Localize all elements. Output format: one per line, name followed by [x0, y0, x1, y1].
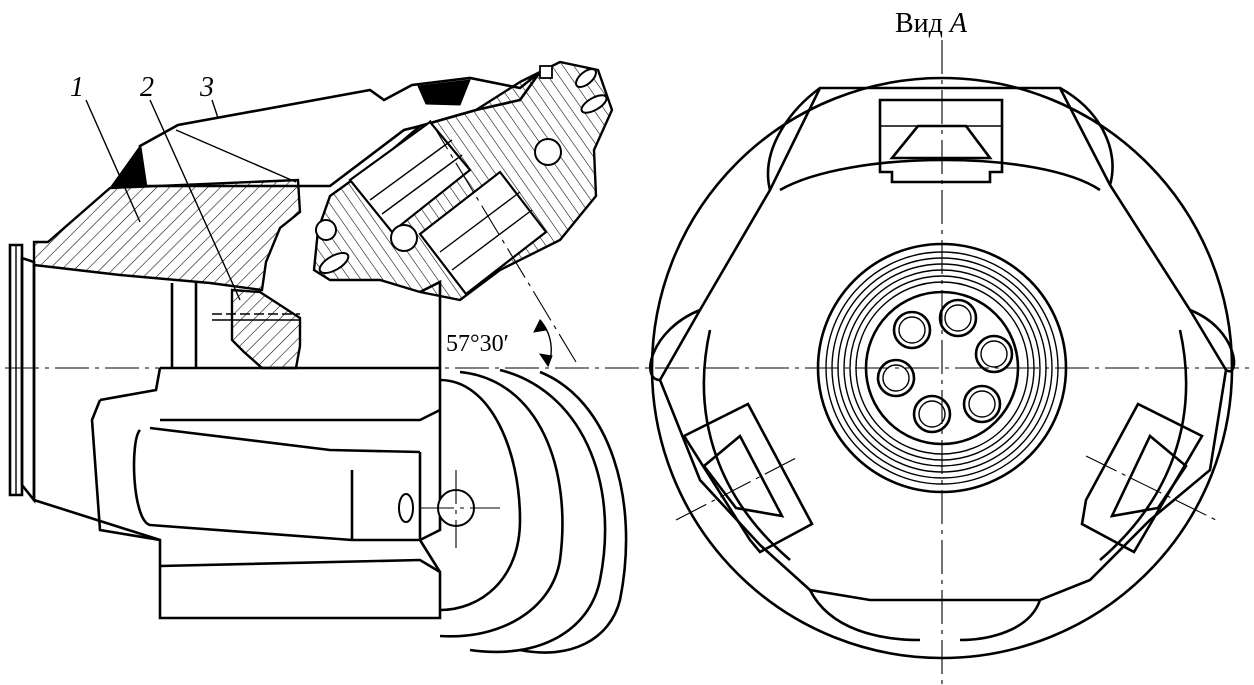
cone-axis [429, 119, 577, 363]
cutter-rows-arcs [439, 368, 628, 654]
seal-part-2 [170, 283, 302, 370]
left-flange [8, 243, 36, 504]
side-section-view [5, 60, 1254, 654]
body-1-section [32, 178, 302, 292]
cutter-insert-top [878, 98, 1004, 184]
angle-label: 57°30′ [446, 331, 509, 357]
callout-3: 3 [199, 72, 214, 103]
lower-leg [32, 265, 500, 620]
view-a [649, 40, 1236, 685]
callout-2: 2 [140, 72, 154, 103]
callout-1: 1 [70, 72, 84, 103]
cutter-insert-left [675, 402, 814, 554]
tri-lobe-outline [658, 86, 1228, 602]
callout-leaders [85, 99, 241, 301]
roller-bearings [315, 65, 608, 296]
central-rings [816, 242, 1068, 494]
view-label: Вид А [895, 8, 968, 39]
angle-dimension [533, 318, 553, 368]
cutter-insert-right [1080, 402, 1217, 554]
holes-ring [876, 298, 1014, 434]
